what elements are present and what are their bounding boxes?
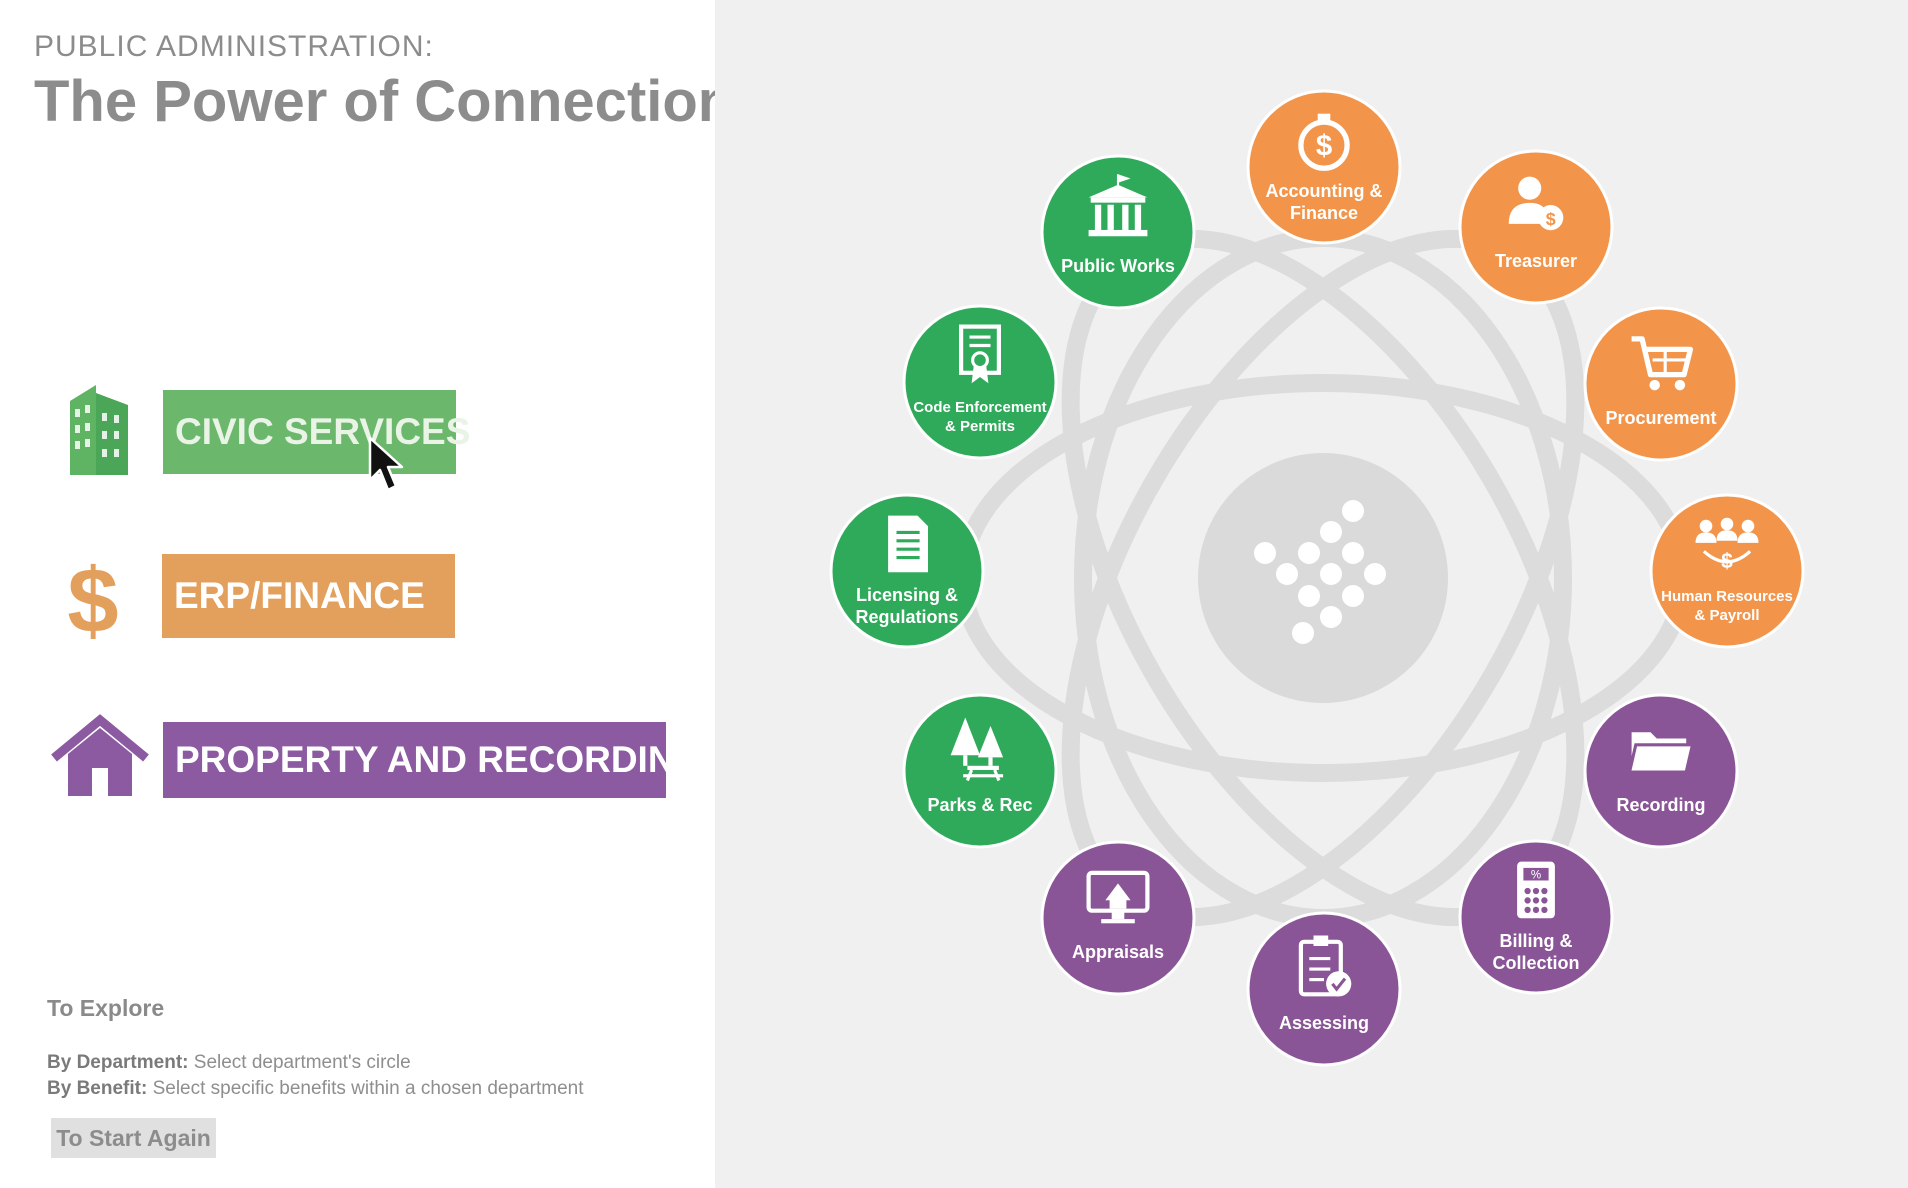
property-recording-button[interactable]: PROPERTY AND RECORDING bbox=[163, 722, 703, 798]
department-circle[interactable] bbox=[902, 693, 1058, 849]
certificate-icon bbox=[959, 324, 1001, 384]
house-icon bbox=[51, 714, 149, 796]
department-node-recording[interactable]: Recording bbox=[1583, 693, 1739, 849]
department-diagram: $ Accounting &Finance $ TreasurerProcuremen… bbox=[829, 89, 1805, 1067]
folder-icon bbox=[1627, 732, 1695, 774]
department-label: Regulations bbox=[855, 607, 958, 627]
hub-logo bbox=[1198, 453, 1448, 703]
monitor-house-icon bbox=[1086, 870, 1150, 924]
svg-text:$: $ bbox=[1316, 130, 1332, 163]
svg-text:$: $ bbox=[67, 552, 118, 642]
erp-finance-button[interactable]: ERP/FINANCE bbox=[162, 554, 455, 638]
help-dept-label: By Department: bbox=[47, 1052, 189, 1073]
department-label: Accounting & bbox=[1266, 181, 1383, 201]
department-node-code[interactable]: Code Enforcement & Permits bbox=[902, 304, 1058, 460]
department-label: Recording bbox=[1616, 795, 1705, 815]
people-dollar-icon: $ bbox=[1695, 517, 1759, 573]
page-title: The Power of Connections bbox=[34, 69, 766, 134]
department-label: Finance bbox=[1290, 203, 1358, 223]
person-coin-icon: $ bbox=[1508, 176, 1564, 231]
svg-text:$: $ bbox=[1721, 550, 1733, 573]
department-node-procurement[interactable]: Procurement bbox=[1583, 306, 1739, 462]
department-label: Treasurer bbox=[1495, 251, 1577, 271]
department-circle[interactable] bbox=[1246, 911, 1402, 1067]
department-label: Licensing & bbox=[856, 585, 958, 605]
department-label: Procurement bbox=[1605, 408, 1716, 428]
department-node-licensing[interactable]: Licensing &Regulations bbox=[829, 493, 985, 649]
document-icon bbox=[888, 515, 928, 573]
trees-icon bbox=[950, 717, 1004, 782]
department-label: Public Works bbox=[1061, 256, 1175, 276]
svg-text:$: $ bbox=[1546, 209, 1556, 229]
dollar-icon: $ bbox=[67, 552, 118, 642]
svg-text:%: % bbox=[1531, 869, 1541, 881]
department-node-hr[interactable]: $ Human Resources & Payroll bbox=[1649, 493, 1805, 649]
department-node-assessing[interactable]: Assessing bbox=[1246, 911, 1402, 1067]
department-label: Human Resources bbox=[1661, 588, 1793, 605]
help-by-department: By Department: Select department's circl… bbox=[47, 1052, 411, 1074]
clipboard-check-icon bbox=[1298, 935, 1352, 997]
help-dept-text: Select department's circle bbox=[193, 1052, 411, 1073]
department-node-billing[interactable]: % Billing &Collection bbox=[1458, 839, 1614, 995]
department-node-publicworks[interactable]: Public Works bbox=[1040, 154, 1196, 310]
civic-services-button[interactable]: CIVIC SERVICES bbox=[163, 390, 470, 474]
calculator-icon: % bbox=[1517, 861, 1555, 919]
explore-heading: To Explore bbox=[47, 995, 165, 1021]
department-node-treasurer[interactable]: $ Treasurer bbox=[1458, 149, 1614, 305]
department-label: & Payroll bbox=[1694, 607, 1759, 624]
department-node-accounting[interactable]: $ Accounting &Finance bbox=[1246, 89, 1402, 245]
help-by-benefit: By Benefit: Select specific benefits wit… bbox=[47, 1078, 583, 1100]
department-circle[interactable] bbox=[1649, 493, 1805, 649]
building-icon bbox=[70, 385, 128, 475]
left-panel: PUBLIC ADMINISTRATION: The Power of Conn… bbox=[0, 0, 766, 1188]
help-benefit-label: By Benefit: bbox=[47, 1078, 148, 1099]
government-building-icon bbox=[1088, 174, 1148, 237]
page-eyebrow: PUBLIC ADMINISTRATION: bbox=[34, 30, 434, 63]
department-label: Code Enforcement bbox=[913, 399, 1046, 416]
department-circle[interactable] bbox=[1583, 306, 1739, 462]
stopwatch-dollar-icon: $ bbox=[1298, 113, 1350, 171]
help-benefit-text: Select specific benefits within a chosen… bbox=[152, 1078, 584, 1099]
mouse-cursor-icon bbox=[368, 436, 404, 492]
department-label: Assessing bbox=[1279, 1013, 1369, 1033]
department-node-parks[interactable]: Parks & Rec bbox=[902, 693, 1058, 849]
department-label: Appraisals bbox=[1072, 942, 1164, 962]
department-label: Billing & bbox=[1500, 931, 1573, 951]
department-label: Collection bbox=[1492, 953, 1579, 973]
department-label: & Permits bbox=[945, 418, 1015, 435]
department-circle[interactable] bbox=[1458, 149, 1614, 305]
start-again-button[interactable]: To Start Again bbox=[51, 1118, 216, 1158]
department-circle[interactable] bbox=[902, 304, 1058, 460]
cart-icon bbox=[1631, 336, 1694, 391]
department-node-appraisals[interactable]: Appraisals bbox=[1040, 840, 1196, 996]
department-label: Parks & Rec bbox=[927, 795, 1032, 815]
